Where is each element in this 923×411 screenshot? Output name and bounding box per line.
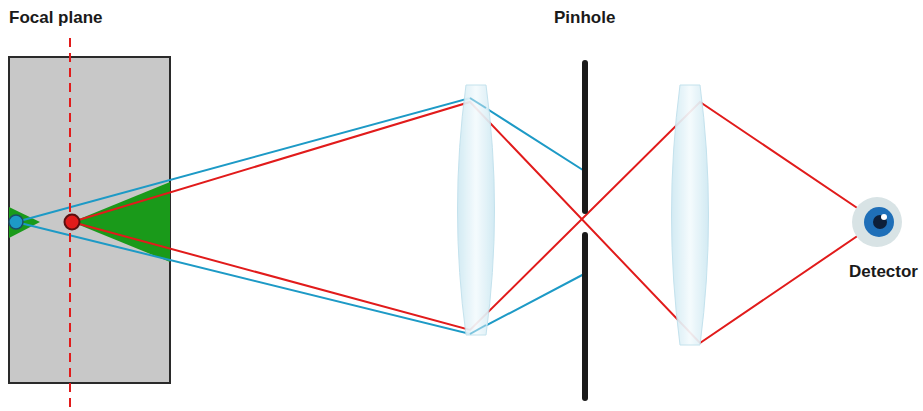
detector-eye bbox=[852, 197, 902, 247]
focal-point bbox=[65, 215, 80, 230]
specimen bbox=[9, 57, 170, 383]
out-of-focus-point bbox=[9, 215, 23, 229]
diagram-label: Focal plane bbox=[9, 8, 103, 28]
relay-lens bbox=[672, 85, 709, 345]
diagram-label: Detector bbox=[849, 262, 918, 282]
light-cone bbox=[9, 207, 40, 238]
objective-lens bbox=[458, 85, 495, 335]
diagram-label: Pinhole bbox=[554, 8, 615, 28]
pinhole-aperture bbox=[582, 63, 588, 398]
